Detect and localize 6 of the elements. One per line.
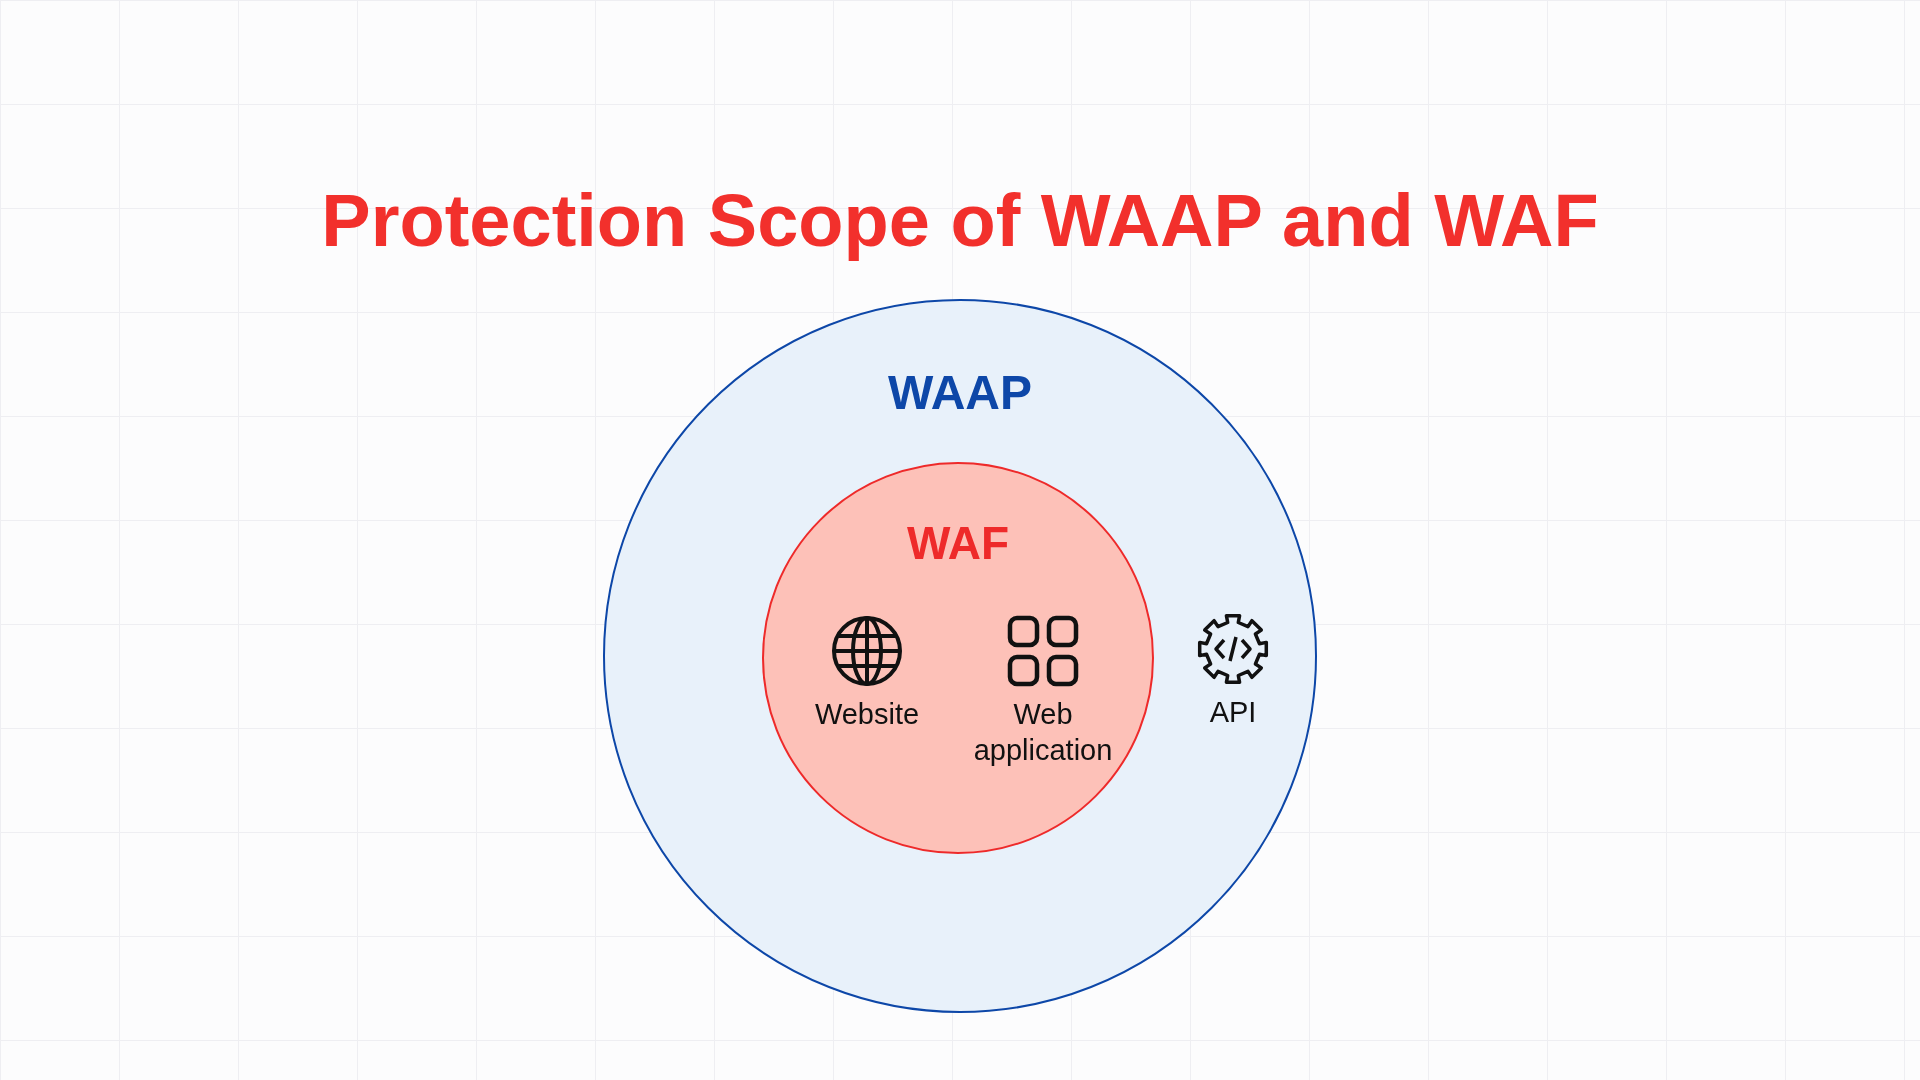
item-label: Website <box>814 697 920 732</box>
scope-heading: WAAP <box>887 365 1033 420</box>
item-label: API <box>1209 695 1257 730</box>
title: Protection Scope of WAAP and WAF <box>320 178 1600 263</box>
item-label: Web application <box>972 697 1114 768</box>
scope-heading: WAF <box>905 516 1011 570</box>
